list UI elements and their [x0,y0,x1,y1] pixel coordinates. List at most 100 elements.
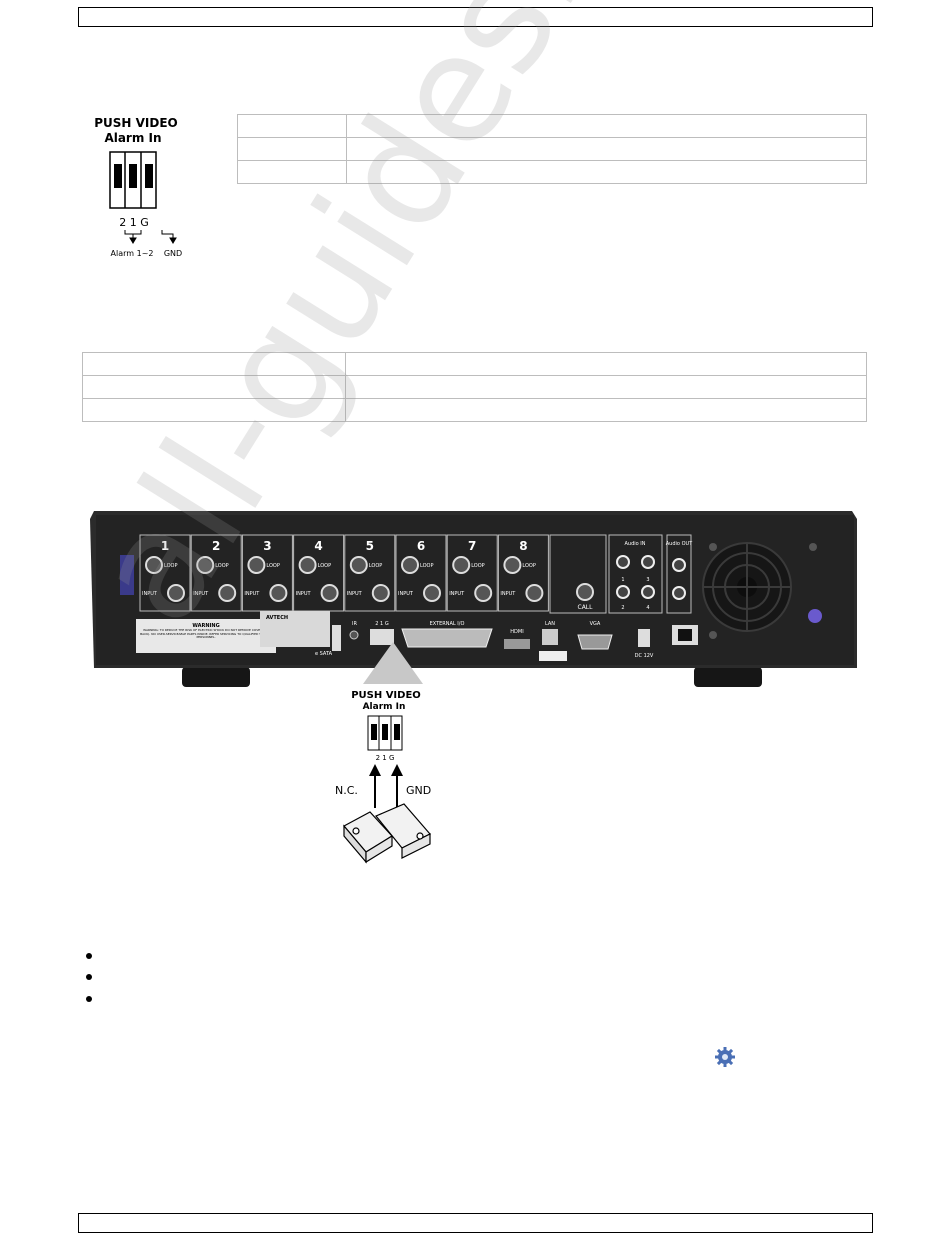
bnc-connector [371,584,390,602]
bnc-connector [298,556,317,574]
bullet-point [86,953,92,959]
bnc-connector [320,584,339,602]
gear-icon [715,1047,735,1067]
table-row [82,375,867,399]
gnd-connection-label: GND [406,784,431,797]
table-row [237,114,867,138]
input-label: INPUT [347,591,363,597]
bnc-connector [452,556,471,574]
dvr-rear-panel-image: 1LOOPINPUT2LOOPINPUT3LOOPINPUT4LOOPINPUT… [90,511,857,687]
input-label: INPUT [193,591,209,597]
bnc-connector [349,556,368,574]
table-row [237,160,867,184]
ir-label: IR [352,621,357,627]
channel-box [395,534,447,612]
hdmi-label: HDMI [510,629,523,635]
spec-table [82,352,867,422]
loop-label: LOOP [318,563,332,569]
input-label: INPUT [500,591,516,597]
channel-number: 3 [263,539,271,553]
bullet-point [86,996,92,1002]
audio-port-1: 1 [621,577,624,583]
channel-box [497,534,549,612]
connection-pin-labels: 2 1 G [376,754,395,762]
dc-label: DC 12V [635,653,654,659]
loop-label: LOOP [164,563,178,569]
bnc-connector [503,556,522,574]
alarm-arrows-icon [124,230,177,244]
audio-port-3: 3 [646,577,649,583]
input-label: INPUT [449,591,465,597]
audio-port-4: 4 [646,605,649,611]
bnc-connector [145,556,163,574]
page-footer-box [78,1213,873,1233]
input-label: INPUT [296,591,312,597]
warning-title: WARNING [192,623,219,629]
alarm-diagram-title: PUSH VIDEO [94,116,178,130]
bnc-connector [474,584,493,602]
lan-label: LAN [545,621,555,627]
input-label: INPUT [244,591,260,597]
input-label: INPUT [398,591,414,597]
input-label: INPUT [142,591,158,597]
bullet-point [86,974,92,980]
bnc-connector [525,584,544,602]
gnd-label: GND [164,249,182,258]
bnc-connector [167,584,185,602]
call-label: CALL [578,604,594,611]
brand-label: AVTECH [266,615,288,621]
channel-number: 1 [161,539,169,553]
channel-number: 7 [468,539,476,553]
loop-label: LOOP [471,563,485,569]
loop-label: LOOP [522,563,536,569]
nc-label: N.C. [335,784,358,797]
channel-box [344,534,396,612]
alarm-pin-labels: 2 1 G [119,216,149,229]
fan-icon [702,542,792,632]
external-io-label: EXTERNAL I/O [430,621,465,627]
channel-number: 6 [417,539,425,553]
channel-number: 5 [366,539,374,553]
pin-table [237,114,867,184]
channel-box [446,534,498,612]
bnc-connector [218,584,237,602]
bnc-connector [423,584,441,602]
panel-alarm-pins: 2 1 G [375,621,389,627]
bnc-connector [247,556,266,574]
bnc-connector [196,556,215,574]
pointer-arrow-icon [363,642,423,684]
channel-box [139,534,191,612]
channel-number: 8 [519,539,527,553]
bnc-connector [269,584,288,602]
connection-diagram-title: PUSH VIDEO [351,690,421,701]
bnc-connector [401,556,419,574]
connection-arrows-icon [369,764,403,808]
table-row [237,137,867,161]
loop-label: LOOP [369,563,383,569]
audio-port-2: 2 [621,605,624,611]
alarm-diagram-subtitle: Alarm In [104,131,161,145]
alarm-connection-diagram: PUSH VIDEO Alarm In 2 1 G N.C. GND [335,690,431,864]
loop-label: LOOP [266,563,280,569]
channel-number: 2 [212,539,220,553]
vga-label: VGA [590,621,601,627]
audio-in-label: Audio IN [624,541,645,547]
loop-label: LOOP [420,563,434,569]
warning-text: WARNING: TO REDUCE THE RISK OF ELECTRIC … [140,629,272,640]
audio-out-label: Audio OUT [666,541,693,547]
loop-label: LOOP [215,563,229,569]
channel-box [190,534,242,612]
terminal-block-icon [109,151,157,209]
channel-number: 4 [314,539,322,553]
alarm-in-diagram: PUSH VIDEO Alarm In 2 1 G Alarm 1~2 GND [94,116,182,258]
page-header-box [78,7,873,27]
terminal-block-icon [367,715,403,751]
